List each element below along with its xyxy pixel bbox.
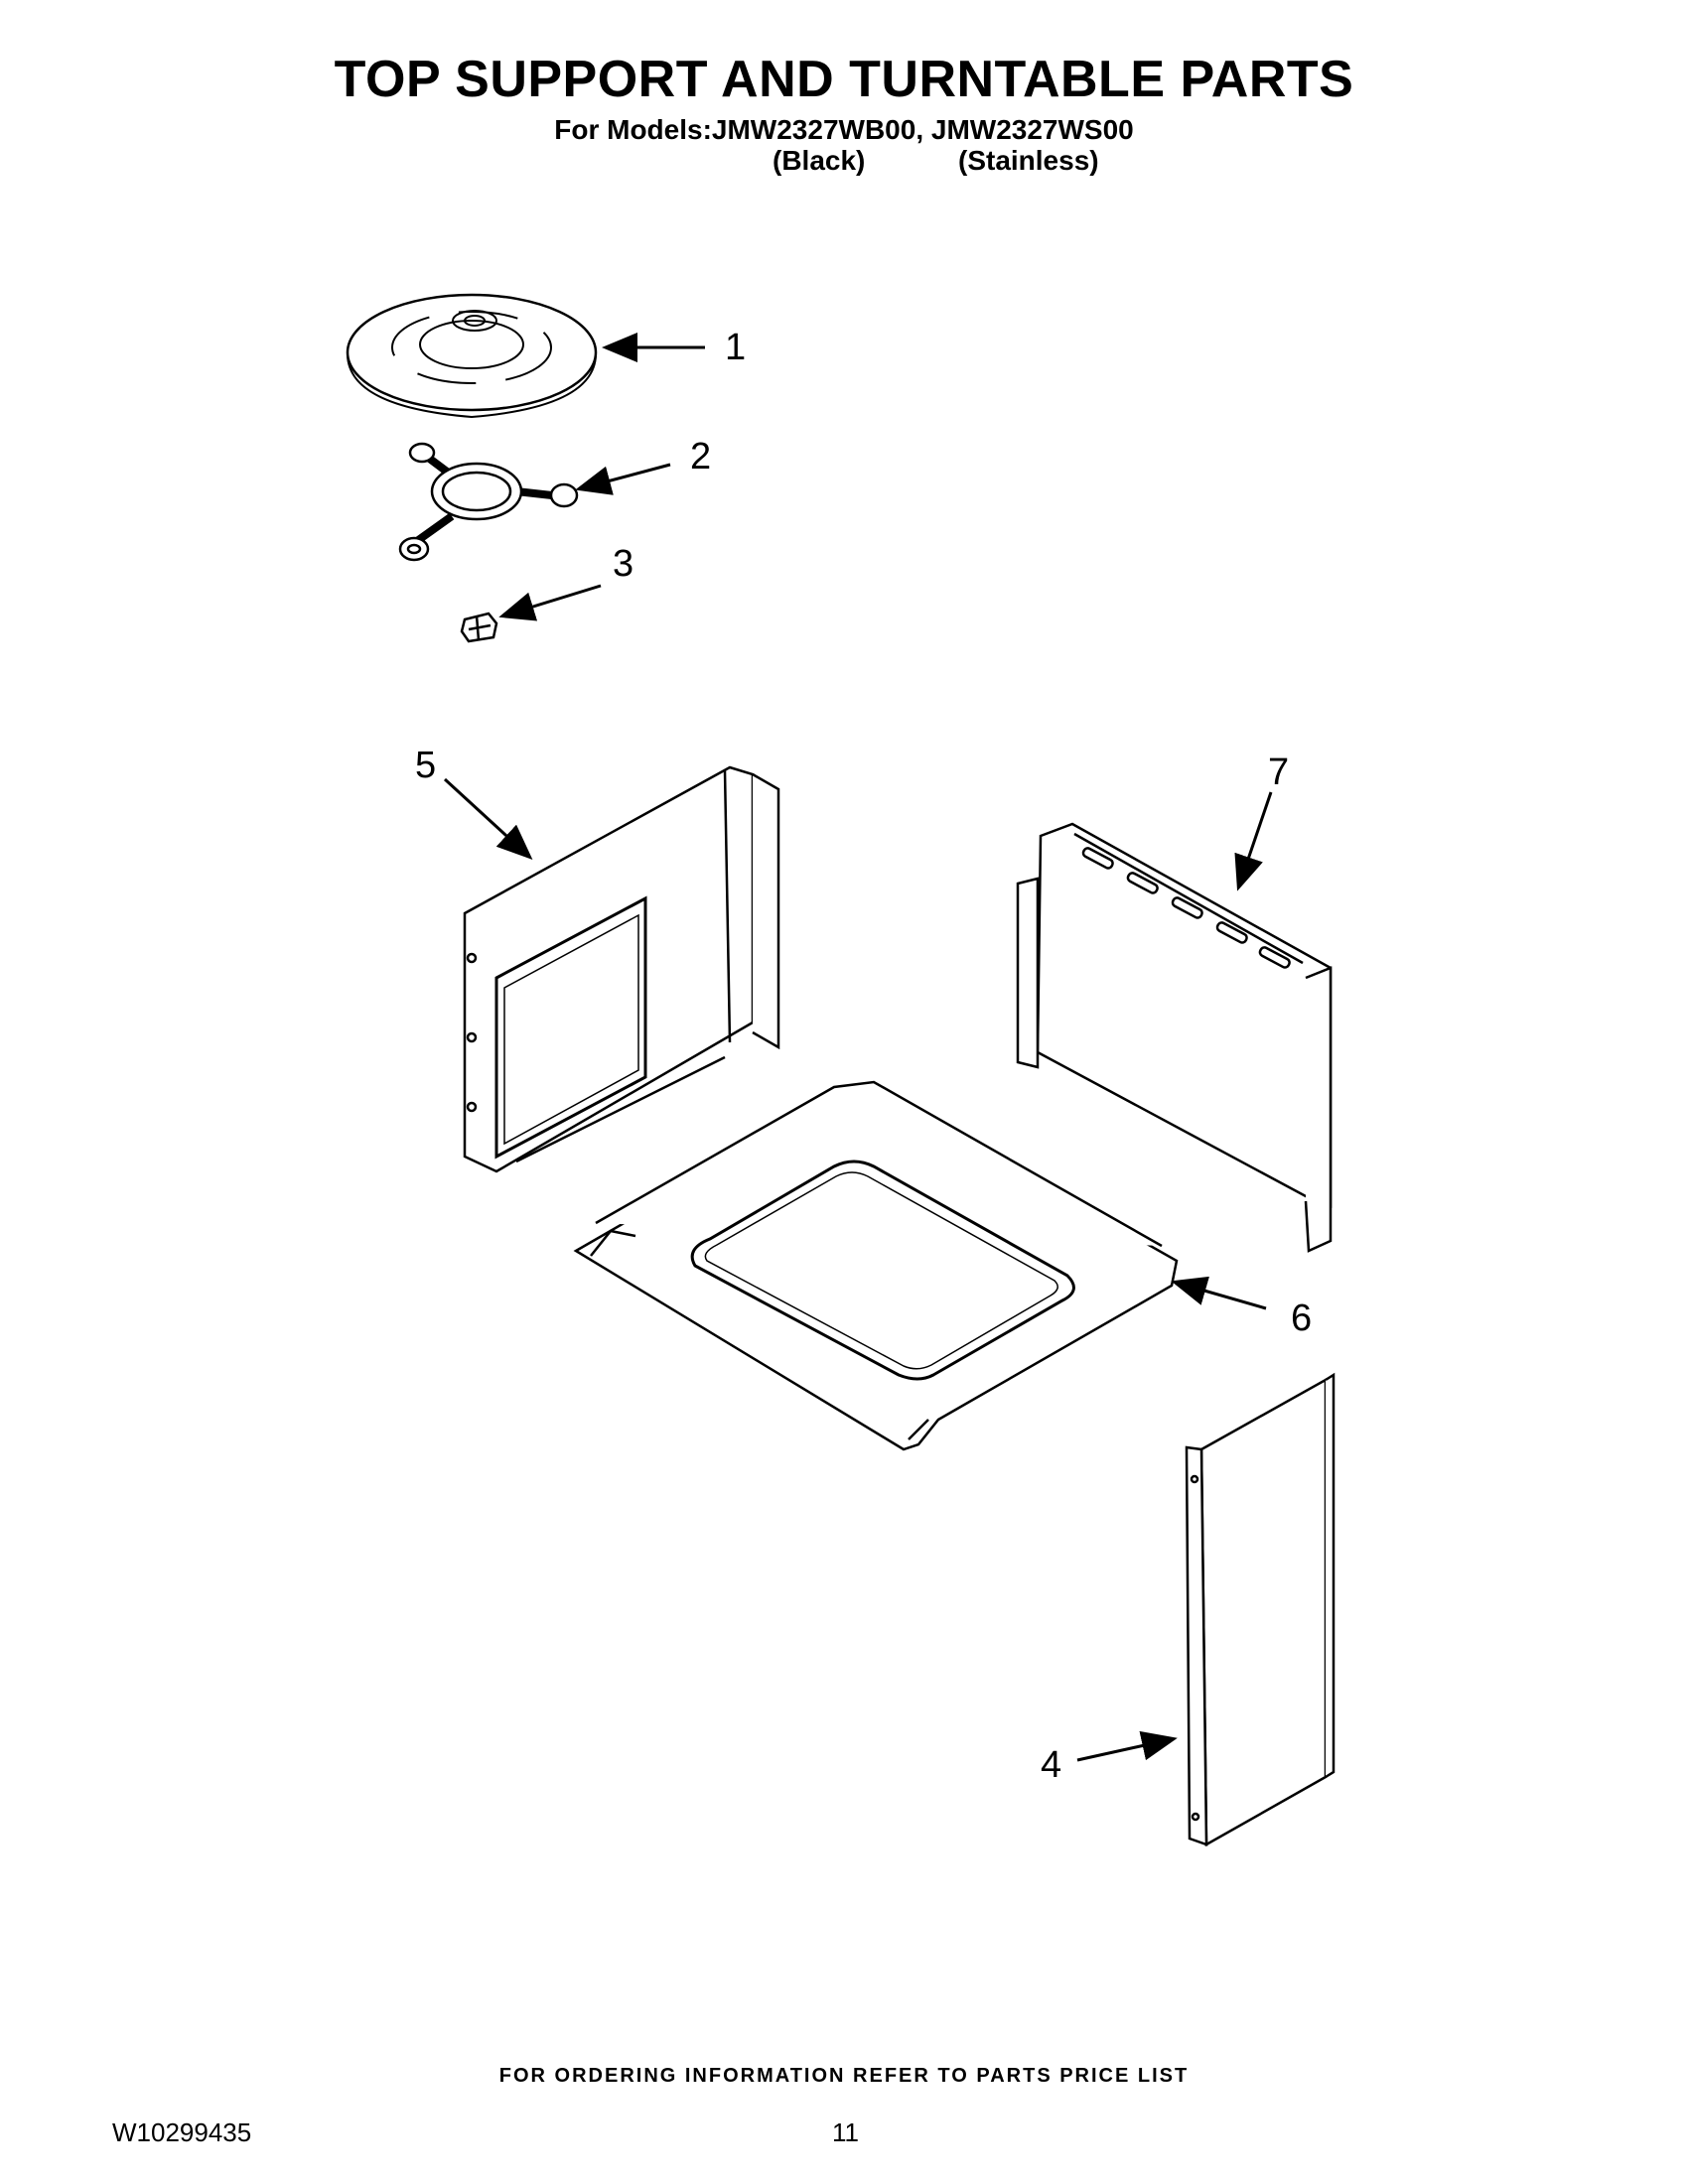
variant-stainless-label: (Stainless) xyxy=(958,145,1099,176)
leader-lines xyxy=(443,333,1273,1762)
document-number: W10299435 xyxy=(112,2117,252,2147)
ordering-note: FOR ORDERING INFORMATION REFER TO PARTS … xyxy=(498,2065,1190,2087)
page-title: TOP SUPPORT AND TURNTABLE PARTS xyxy=(334,51,1354,108)
left-side-panel xyxy=(463,765,780,1173)
callout-1: 1 xyxy=(725,327,746,368)
callout-5: 5 xyxy=(415,745,436,786)
bottom-plate xyxy=(573,1080,1179,1451)
callout-7: 7 xyxy=(1268,751,1289,793)
callout-6: 6 xyxy=(1291,1297,1312,1339)
coupler xyxy=(460,612,498,643)
callout-2: 2 xyxy=(690,436,711,478)
models-line: For Models:JMW2327WB00, JMW2327WS00 xyxy=(554,114,1134,145)
turntable-tray xyxy=(346,293,598,419)
roller-support xyxy=(398,442,579,562)
callout-3: 3 xyxy=(613,543,633,585)
rear-panel xyxy=(1016,822,1333,1253)
page-number: 11 xyxy=(832,2117,859,2147)
side-cover xyxy=(1185,1372,1336,1847)
variant-black-label: (Black) xyxy=(773,145,866,176)
callout-4: 4 xyxy=(1041,1744,1061,1786)
